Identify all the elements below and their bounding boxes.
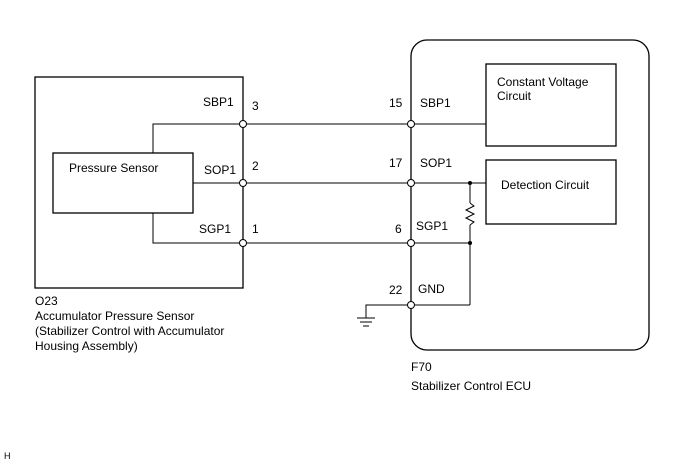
ecu-terminal-22	[407, 301, 415, 309]
constant-voltage-label-line1: Constant Voltage	[497, 75, 589, 89]
ecu-terminal-15	[407, 120, 415, 128]
wire-sbp1	[152, 123, 486, 153]
wire-gnd-external	[365, 304, 411, 318]
corner-mark: H	[4, 451, 11, 461]
ecu-name: Stabilizer Control ECU	[411, 379, 531, 393]
ecu-pin-label-gnd: GND	[418, 282, 445, 296]
sensor-terminal-2	[239, 179, 247, 187]
sensor-pin-label-sgp1: SGP1	[199, 222, 231, 236]
sensor-name-line2: (Stabilizer Control with Accumulator	[35, 324, 224, 338]
detection-circuit-label: Detection Circuit	[501, 178, 590, 192]
detection-circuit-block	[485, 159, 617, 225]
wire-sgp1	[152, 213, 470, 244]
constant-voltage-label-line2: Circuit	[497, 89, 532, 103]
ecu-pin-number-15: 15	[389, 96, 403, 110]
sensor-pin-number-3: 3	[252, 99, 259, 113]
sensor-name-line1: Accumulator Pressure Sensor	[35, 309, 194, 323]
ecu-pin-number-17: 17	[389, 156, 403, 170]
sensor-terminal-3	[239, 120, 247, 128]
sensor-pin-number-1: 1	[252, 222, 259, 236]
ecu-pin-label-sop1: SOP1	[420, 156, 452, 170]
ecu-connector-code: F70	[411, 360, 432, 374]
ground-icon	[357, 317, 375, 327]
pressure-sensor-label: Pressure Sensor	[69, 161, 158, 175]
junction-sgp1	[468, 241, 472, 245]
resistor-icon	[464, 202, 476, 226]
sensor-pin-label-sop1: SOP1	[204, 163, 236, 177]
junction-sop1	[468, 181, 472, 185]
sensor-connector-code: O23	[35, 294, 58, 308]
ecu-terminal-17	[407, 179, 415, 187]
ecu-pin-label-sbp1: SBP1	[420, 96, 451, 110]
ecu-terminal-6	[407, 239, 415, 247]
ecu-pin-number-22: 22	[389, 283, 403, 297]
sensor-pin-number-2: 2	[252, 159, 259, 173]
ecu-pin-label-sgp1: SGP1	[416, 219, 448, 233]
ecu-pin-number-6: 6	[395, 222, 402, 236]
constant-voltage-circuit-block	[485, 63, 617, 147]
sensor-pin-label-sbp1: SBP1	[203, 95, 234, 109]
sensor-name-line3: Housing Assembly)	[35, 339, 138, 353]
sensor-terminal-1	[239, 239, 247, 247]
pressure-sensor-block	[52, 152, 194, 214]
